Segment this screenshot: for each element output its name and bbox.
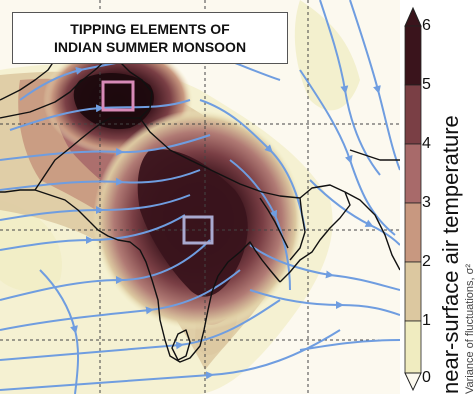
- colorbar-tick-6: 6: [422, 17, 431, 34]
- colorbar-title: near-surface air temperature Variance of…: [438, 8, 476, 394]
- tipping-box-central: [182, 215, 214, 245]
- title-line-2: INDIAN SUMMER MONSOON: [53, 39, 247, 55]
- colorbar-tick-3: 3: [422, 194, 431, 211]
- colorbar-label-main: near-surface air temperature: [438, 115, 463, 394]
- colorbar-segment-5-6: [404, 25, 422, 86]
- map: [0, 0, 400, 394]
- colorbar-segment-1-2: [404, 261, 422, 322]
- tipping-box-northwest: [101, 80, 135, 112]
- colorbar-tick-2: 2: [422, 253, 431, 270]
- colorbar-segment-3-4: [404, 143, 422, 204]
- colorbar-segment-2-3: [404, 202, 422, 263]
- colorbar-upper-arrow: [404, 6, 422, 27]
- colorbar-bar: [404, 6, 422, 392]
- colorbar-tick-4: 4: [422, 135, 431, 152]
- colorbar-label-small: Variance of fluctuations, σ²: [464, 263, 476, 394]
- colorbar-tick-0: 0: [422, 369, 431, 386]
- variance-core-central-dark: [137, 149, 248, 297]
- wind-streamlines: [0, 0, 400, 394]
- lat-lon-grid: [0, 0, 400, 394]
- colorbar-tick-1: 1: [422, 312, 431, 329]
- colorbar-tick-5: 5: [422, 76, 431, 93]
- country-borders: [0, 54, 400, 363]
- title-line-1: TIPPING ELEMENTS OF: [70, 21, 230, 37]
- map-panel: TIPPING ELEMENTS OF INDIAN SUMMER MONSOO…: [0, 0, 400, 394]
- title-box: TIPPING ELEMENTS OF INDIAN SUMMER MONSOO…: [12, 12, 288, 64]
- colorbar-segment-4-5: [404, 84, 422, 145]
- colorbar: 6 5 4 3 2 1 0 near-surface air temperatu…: [400, 0, 476, 394]
- colorbar-lower-arrow: [404, 372, 422, 392]
- colorbar-segment-0-1: [404, 320, 422, 374]
